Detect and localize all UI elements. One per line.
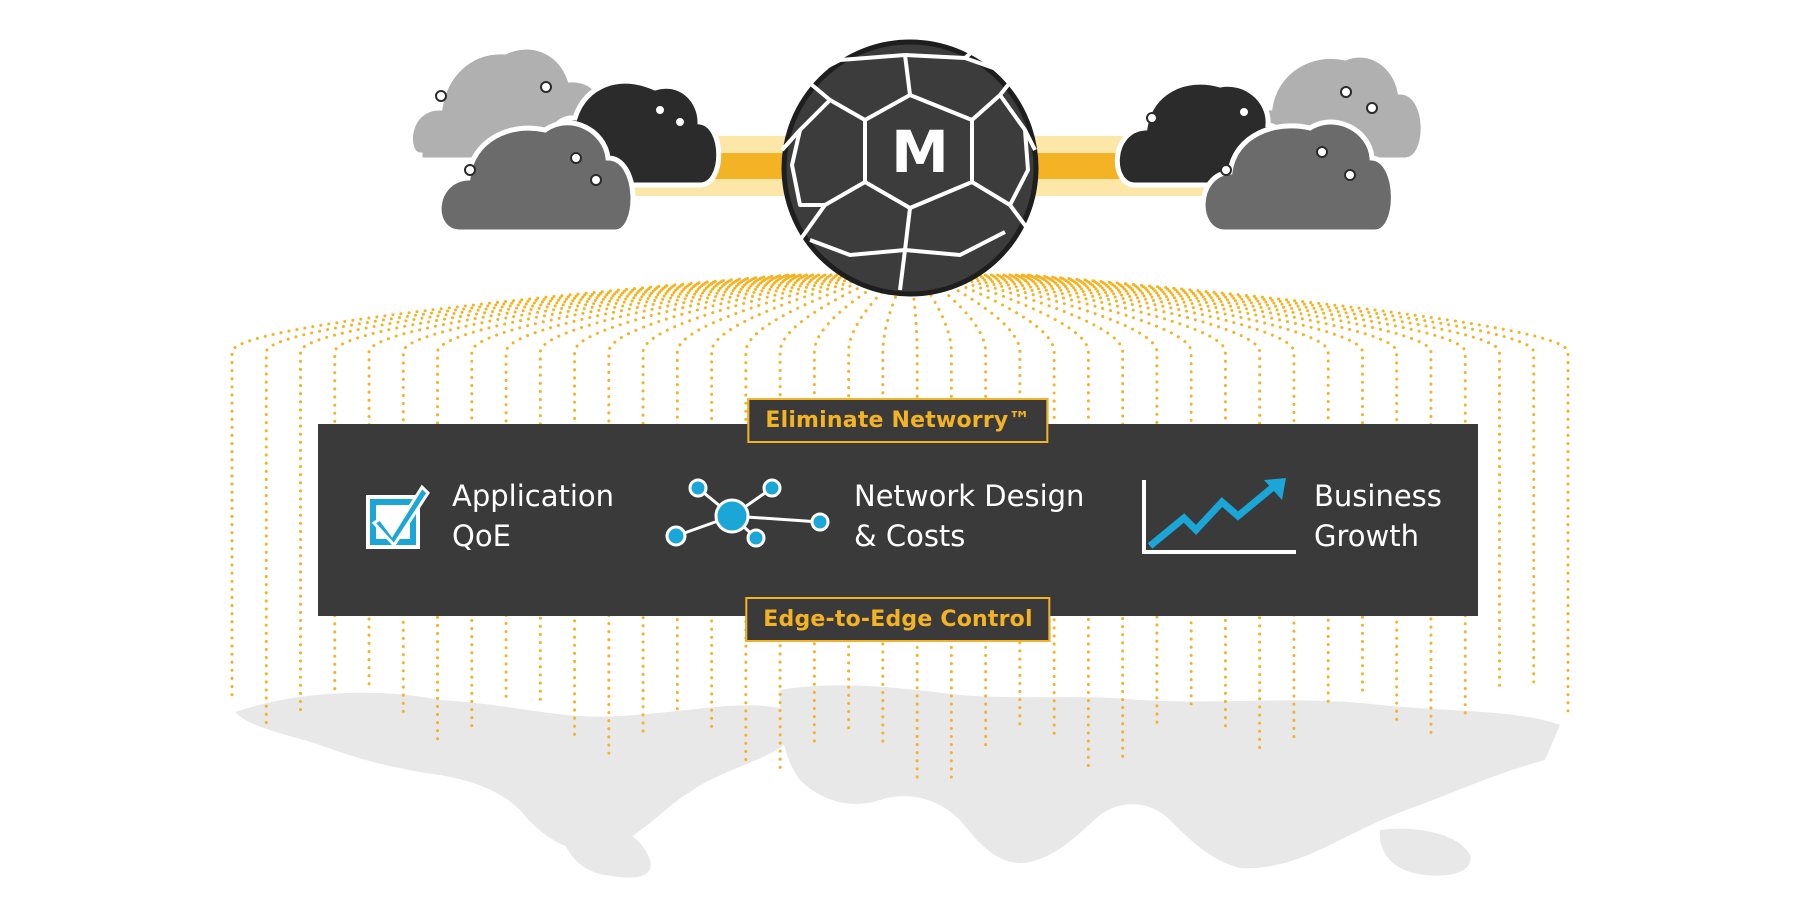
dotted-ray — [264, 273, 796, 727]
dotted-ray — [641, 273, 864, 740]
dotted-ray — [959, 273, 1193, 712]
central-ball-logo: M — [780, 39, 1039, 297]
dotted-ray — [1026, 273, 1570, 713]
edge-to-edge-control-tag: Edge-to-Edge Control — [745, 597, 1051, 642]
dotted-ray — [675, 273, 870, 718]
feature-1-line2: QoE — [452, 519, 511, 553]
dotted-ray — [971, 273, 1262, 754]
dotted-ray — [470, 273, 833, 730]
cloud-mid-icon — [1200, 119, 1396, 235]
dotted-ray — [299, 273, 802, 719]
dotted-ray — [573, 273, 852, 742]
dotted-ray — [983, 273, 1330, 707]
dotted-ray — [1020, 273, 1536, 686]
dotted-ray — [996, 273, 1399, 723]
dotted-ray — [607, 273, 858, 759]
dotted-ray — [504, 273, 839, 704]
feature-network-design: Network Design & Costs — [658, 476, 1084, 556]
growth-chart-icon — [1142, 478, 1296, 554]
cloud-mid-icon — [436, 120, 636, 235]
dotted-ray — [881, 273, 907, 749]
dotted-ray — [230, 273, 790, 700]
left-cloud-cluster — [407, 44, 722, 235]
feature-3-line1: Business — [1314, 479, 1442, 513]
dotted-ray — [1008, 273, 1467, 719]
world-map — [235, 685, 1560, 878]
feature-panel: Eliminate Networry™ Application QoE — [318, 398, 1478, 642]
dotted-ray — [367, 273, 815, 691]
right-cloud-cluster — [1114, 52, 1426, 235]
feature-application-qoe: Application QoE — [364, 476, 614, 556]
feature-1-line1: Application — [452, 479, 615, 513]
dotted-ray — [989, 273, 1364, 699]
eliminate-networry-tag: Eliminate Networry™ — [747, 398, 1049, 443]
feature-3-line2: Growth — [1314, 519, 1419, 553]
feature-2-line1: Network Design — [854, 479, 1085, 513]
network-hub-icon — [665, 478, 830, 548]
dotted-ray — [1014, 273, 1501, 688]
dotted-ray — [1002, 273, 1433, 739]
feature-2-line2: & Costs — [854, 519, 966, 553]
logo-letter: M — [891, 118, 949, 186]
dotted-ray — [710, 273, 876, 729]
dotted-ray — [538, 273, 845, 709]
dotted-ray — [401, 273, 821, 721]
checkbox-check-icon — [366, 484, 430, 549]
dotted-ray — [965, 273, 1227, 733]
feature-business-growth: Business Growth — [1140, 476, 1442, 556]
